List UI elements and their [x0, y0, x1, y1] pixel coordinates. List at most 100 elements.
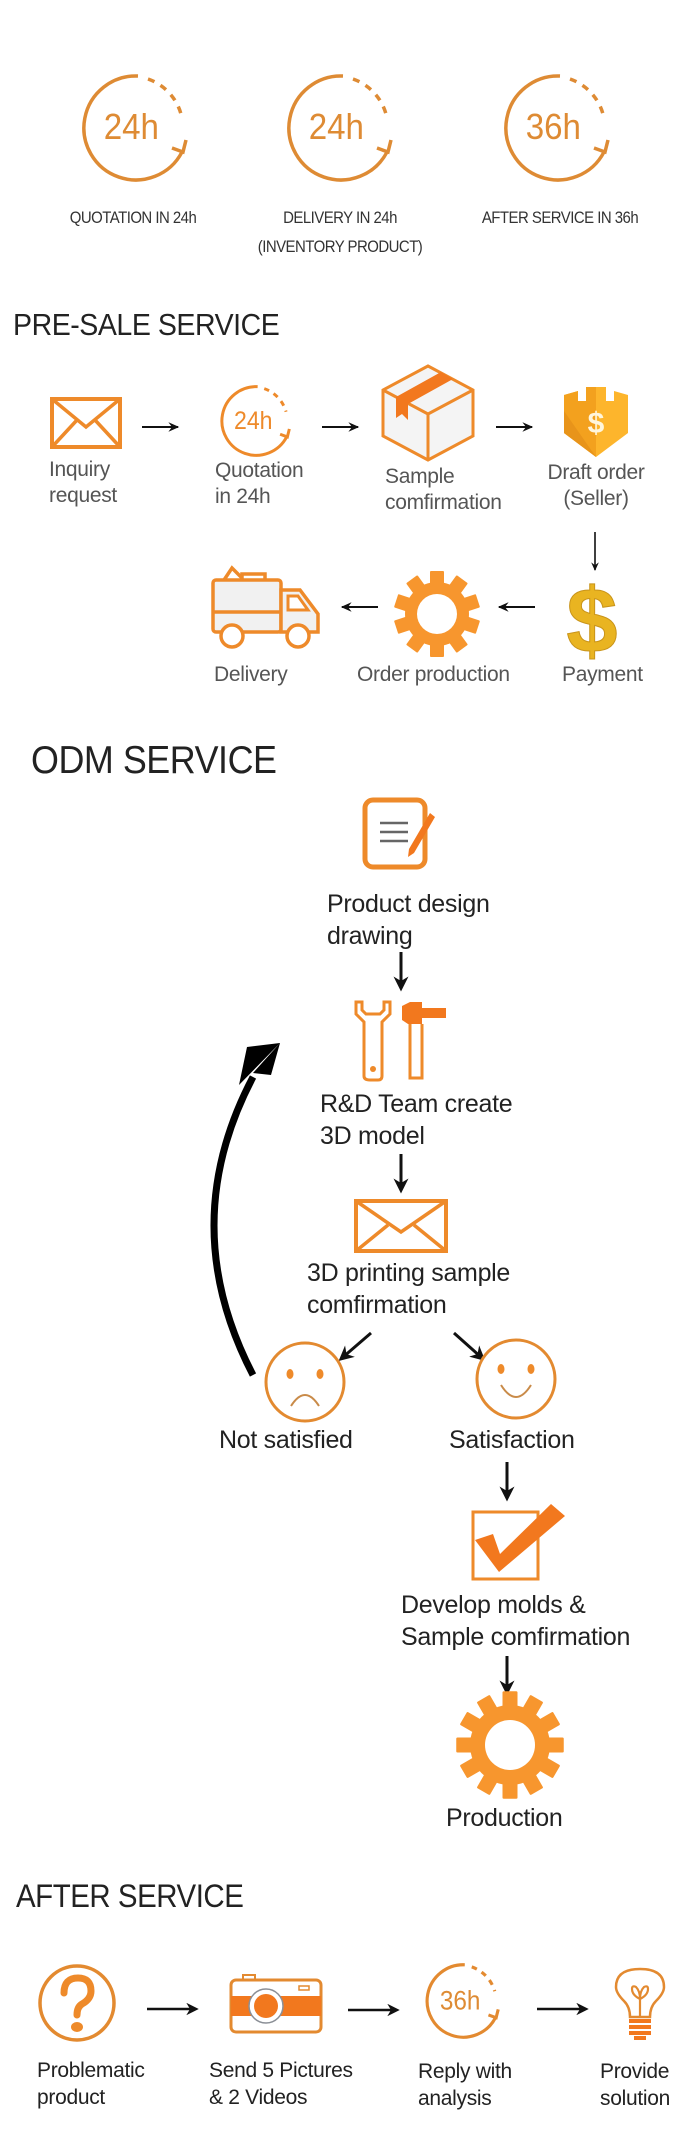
arrow-right-icon — [537, 2002, 589, 2016]
step-label: Order production — [357, 662, 510, 688]
highlight-label: DELIVERY IN 24h (INVENTORY PRODUCT) — [243, 203, 437, 261]
step-label: Production — [446, 1802, 563, 1834]
step-label-line: Sample comfirmation — [401, 1623, 631, 1651]
clock-badge: 24h — [309, 108, 364, 148]
step-label-line: comfirmation — [307, 1291, 447, 1319]
svg-text:$: $ — [566, 570, 617, 672]
clock-badge: 36h — [440, 1986, 481, 2015]
section-title: ODM SERVICE — [31, 739, 277, 782]
arrow-right-icon — [142, 422, 180, 432]
clock-36h-icon: 36h — [504, 74, 610, 182]
step-label-line: Develop molds & — [401, 1591, 586, 1619]
step-label-line: R&D Team create — [320, 1090, 513, 1118]
question-icon — [38, 1964, 116, 2042]
arrow-right-icon — [348, 2003, 400, 2017]
highlight-sublabel: (INVENTORY PRODUCT) — [257, 237, 423, 256]
arrow-down-icon — [393, 1154, 409, 1194]
step-label-line: drawing — [327, 922, 413, 950]
arrow-left-icon — [497, 602, 535, 612]
step-label-line: Payment — [562, 663, 643, 686]
step-label-line: in 24h — [215, 485, 271, 508]
step-label-line: analysis — [418, 2087, 492, 2110]
clock-36h-icon: 36h — [425, 1963, 500, 2039]
step-label-line: Product design — [327, 890, 490, 918]
highlight-label-line: AFTER SERVICE IN 36h — [481, 208, 639, 227]
step-label: Payment — [562, 662, 643, 688]
clock-24h-icon: 24h — [287, 74, 393, 182]
step-label: Develop molds & Sample comfirmation — [401, 1589, 630, 1653]
step-label-line: request — [49, 484, 117, 507]
step-label-line: Production — [446, 1804, 563, 1832]
step-label: Problematic product — [37, 2057, 145, 2111]
step-label-line: 3D printing sample — [307, 1259, 511, 1287]
tools-icon — [354, 1000, 446, 1082]
step-label: Provide solution — [600, 2058, 670, 2112]
dollar-icon: $ — [566, 570, 618, 673]
step-label: Draft order (Seller) — [536, 460, 656, 512]
loop-back-arrow-icon — [210, 1043, 280, 1377]
arrow-left-icon — [340, 602, 378, 612]
step-label-line: Sample — [385, 465, 455, 488]
step-label-line: Reply with — [418, 2060, 512, 2083]
clock-24h-icon: 24h — [82, 74, 188, 182]
arrow-down-icon — [393, 952, 409, 992]
step-label: Product design drawing — [327, 888, 490, 952]
step-label: Reply with analysis — [418, 2058, 512, 2112]
step-label: Quotation in 24h — [215, 458, 304, 510]
box-icon — [381, 364, 475, 462]
envelope-icon — [50, 397, 122, 449]
svg-text:$: $ — [588, 407, 605, 440]
step-label-line: Inquiry — [49, 458, 110, 481]
arrow-down-right-icon — [453, 1331, 486, 1361]
arrow-down-icon — [499, 1656, 515, 1696]
checkbox-icon — [471, 1504, 565, 1581]
sad-face-icon — [264, 1341, 346, 1423]
arrow-down-icon — [499, 1462, 515, 1502]
step-label-line: Draft order — [547, 461, 645, 484]
step-label: 3D printing sample comfirmation — [307, 1257, 510, 1321]
envelope-icon — [354, 1199, 448, 1253]
gear-icon — [456, 1691, 564, 1799]
document-pen-icon — [362, 797, 435, 870]
step-label-line: Delivery — [214, 663, 288, 686]
step-label: Sample comfirmation — [385, 464, 502, 516]
highlight-label: QUOTATION IN 24h — [45, 203, 221, 232]
truck-icon — [211, 565, 320, 649]
step-label: Not satisfied — [219, 1424, 353, 1456]
step-label: R&D Team create 3D model — [320, 1088, 513, 1152]
step-label: Send 5 Pictures & 2 Videos — [209, 2057, 353, 2111]
lightbulb-icon — [614, 1967, 666, 2040]
section-title: PRE-SALE SERVICE — [13, 307, 280, 342]
arrow-right-icon — [496, 422, 534, 432]
step-label-line: 3D model — [320, 1122, 425, 1150]
step-label-line: Order production — [357, 663, 510, 686]
step-label-line: product — [37, 2086, 105, 2109]
step-label-line: Quotation — [215, 459, 304, 482]
highlight-label-line: DELIVERY IN 24h — [283, 208, 397, 227]
step-label: Delivery — [214, 662, 288, 688]
step-label-line: (Seller) — [563, 487, 629, 510]
section-title: AFTER SERVICE — [16, 1878, 244, 1914]
clock-badge: 36h — [526, 108, 581, 148]
step-label-line: Satisfaction — [449, 1426, 575, 1454]
camera-icon — [229, 1974, 323, 2034]
dollar-shield-icon: $ — [564, 387, 628, 457]
highlight-label: AFTER SERVICE IN 36h — [468, 203, 653, 232]
step-label-line: comfirmation — [385, 491, 502, 514]
step-label: Inquiry request — [49, 457, 117, 509]
step-label-line: Problematic — [37, 2059, 145, 2082]
step-label-line: Send 5 Pictures — [209, 2059, 353, 2082]
step-label-line: Provide — [600, 2060, 670, 2083]
arrow-right-icon — [322, 422, 360, 432]
step-label-line: Not satisfied — [219, 1426, 353, 1454]
happy-face-icon — [475, 1338, 557, 1420]
clock-badge: 24h — [104, 108, 159, 148]
arrow-down-icon — [591, 532, 599, 571]
clock-badge: 24h — [234, 407, 273, 435]
highlight-label-line: QUOTATION IN 24h — [69, 208, 197, 227]
gear-icon — [394, 571, 480, 657]
step-label: Satisfaction — [449, 1424, 575, 1456]
step-label-line: & 2 Videos — [209, 2086, 308, 2109]
step-label-line: solution — [600, 2087, 670, 2110]
arrow-down-left-icon — [338, 1331, 372, 1361]
